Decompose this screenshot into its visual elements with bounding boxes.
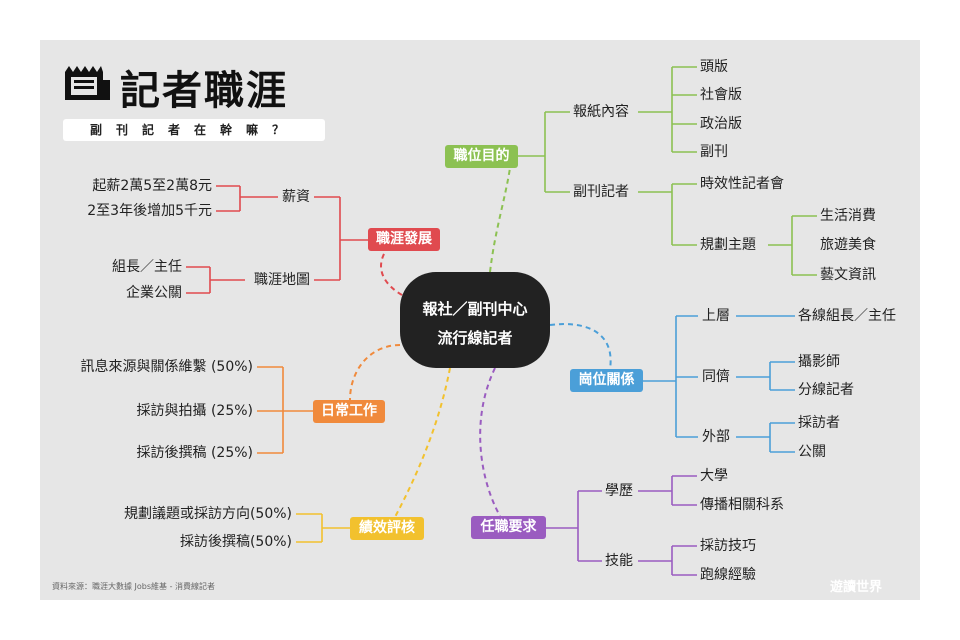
center-node: 報社／副刊中心 流行線記者 [400,272,550,368]
leaf: 旅遊美食 [820,237,876,253]
node-newspaper-content: 報紙內容 [573,104,629,120]
node-career-map: 職涯地圖 [254,272,310,288]
node-upper: 上層 [702,308,730,324]
node-supplement-reporter: 副刊記者 [573,184,629,200]
leaf: 規劃議題或採訪方向(50%) [123,506,292,522]
leaf: 公關 [798,444,826,460]
category-career: 職涯發展 [368,228,440,251]
leaf: 頭版 [700,59,728,75]
category-performance: 績效評核 [350,517,424,540]
leaf: 生活消費 [820,208,876,224]
leaf: 攝影師 [798,354,840,370]
node-salary: 薪資 [282,189,310,205]
brand-logo: 遊讀世界 [830,580,883,595]
leaf: 時效性記者會 [700,176,784,192]
leaf: 企業公關 [126,285,182,301]
node-peers: 同儕 [702,369,730,385]
center-line-2: 流行線記者 [437,329,513,347]
leaf: 藝文資訊 [820,267,876,283]
newspaper-icon [65,66,110,100]
leaf: 副刊 [700,144,728,160]
node-education: 學歷 [605,483,633,499]
leaf: 傳播相關科系 [700,497,784,513]
leaf: 分線記者 [798,382,854,398]
leaf: 大學 [700,468,728,484]
leaf: 2至3年後增加5千元 [87,203,212,219]
page-title: 記者職涯 [120,68,288,114]
leaf: 政治版 [700,116,742,132]
source-note: 資料來源：職涯大數據 Jobs維基 - 消費線記者 [52,582,216,591]
node-planning: 規劃主題 [700,237,756,253]
node-skills: 技能 [605,553,633,569]
leaf: 社會版 [700,87,742,103]
leaf: 跑線經驗 [700,567,756,583]
leaf: 採訪技巧 [700,538,756,554]
leaf: 採訪後撰稿(50%) [179,534,292,550]
page-subtitle: 副刊記者在幹嘛？ [63,119,325,141]
category-relations: 崗位關係 [570,369,643,392]
center-line-1: 報社／副刊中心 [422,300,528,318]
leaf: 訊息來源與關係維繫 (50%) [80,359,254,375]
category-position-purpose: 職位目的 [445,145,518,168]
leaf: 採訪者 [798,415,840,431]
leaf: 採訪後撰稿 (25%) [136,445,254,461]
leaf: 組長／主任 [112,259,182,275]
leaf: 各線組長／主任 [798,308,896,324]
category-daily-work: 日常工作 [313,400,385,423]
category-requirements: 任職要求 [471,516,546,539]
leaf: 採訪與拍攝 (25%) [136,403,254,419]
leaf: 起薪2萬5至2萬8元 [92,178,212,194]
node-external: 外部 [702,429,730,445]
